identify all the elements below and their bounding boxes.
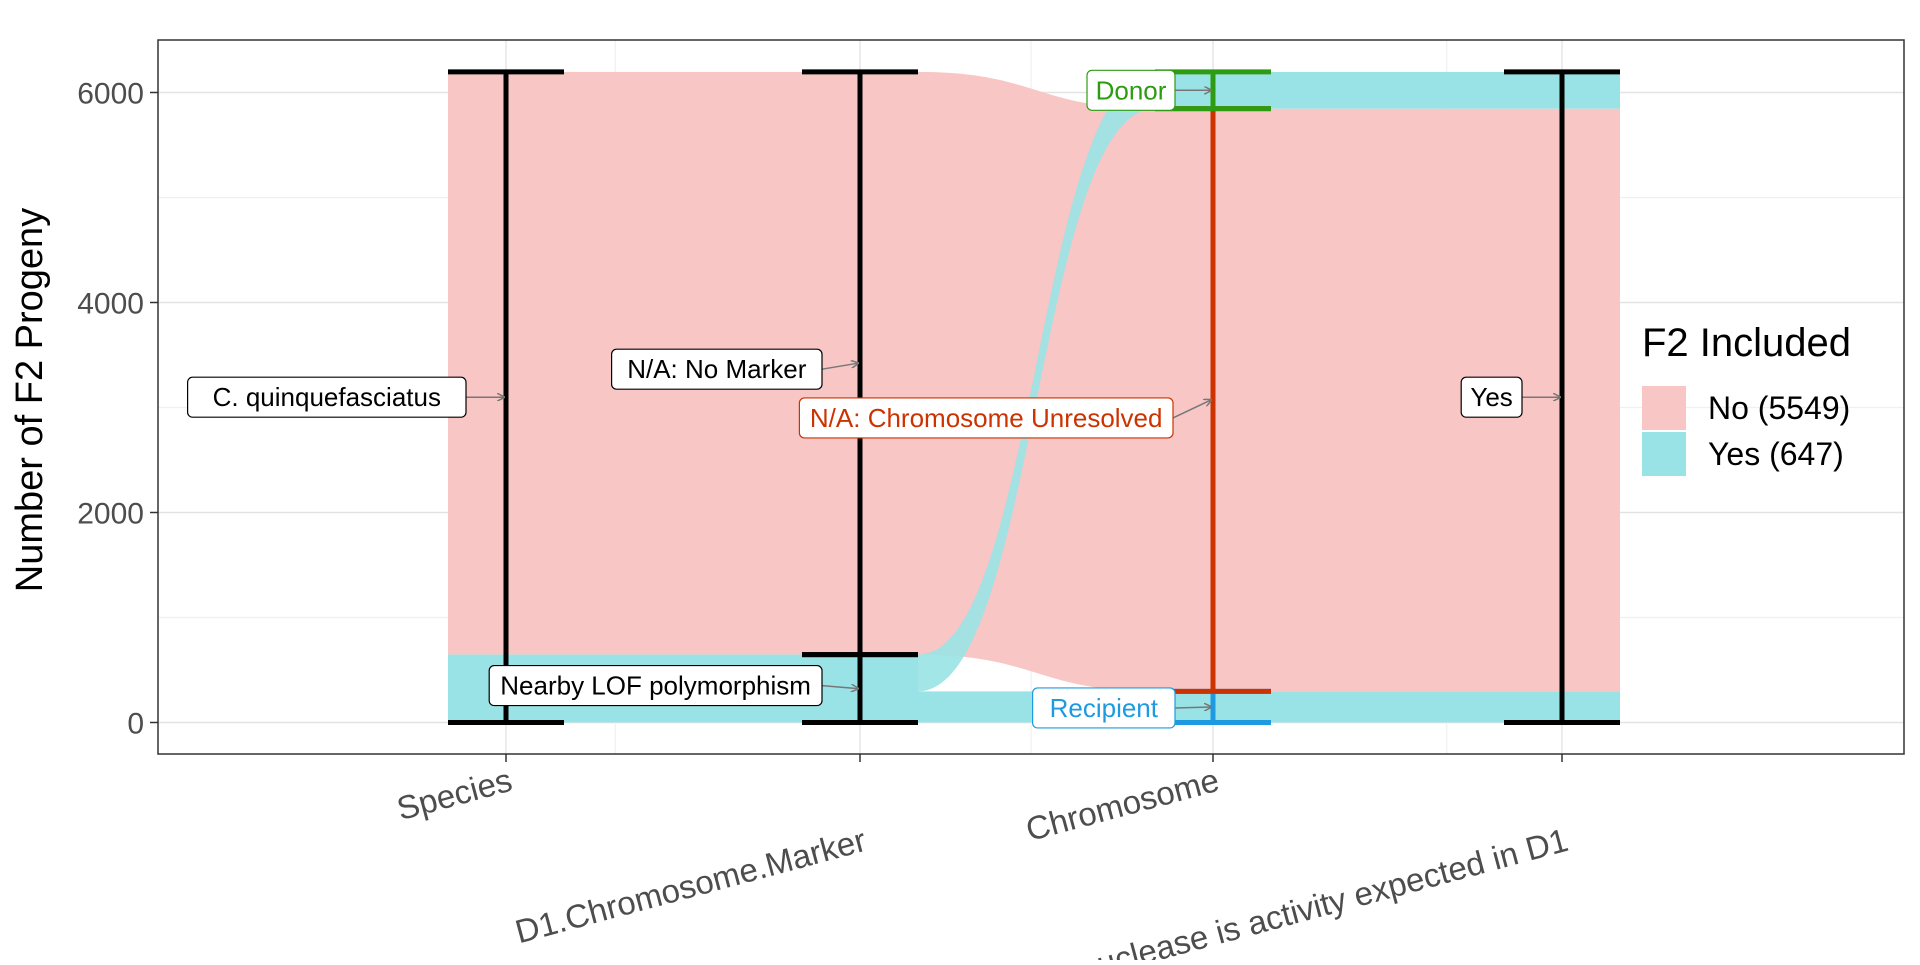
label-yes-box — [1460, 376, 1523, 418]
legend-key — [1642, 386, 1686, 430]
legend-label: Yes (647) — [1708, 436, 1844, 472]
label-yes-text: Yes — [1470, 382, 1512, 412]
legend: F2 Included No (5549) Yes (647) — [1642, 321, 1851, 476]
label-n-a-no-marker-arrow — [821, 363, 858, 370]
label-recipient-box — [1031, 687, 1176, 729]
y-tick-label: 2000 — [77, 498, 144, 531]
alluvial-flows — [448, 71, 1620, 723]
stratum-labels: C. quinquefasciatus N/A: No MarkerNearby … — [187, 69, 1560, 729]
panel-border — [157, 39, 1905, 755]
y-tick-label: 0 — [127, 708, 144, 741]
x-tick-label: If nuclease is activity expected in D1 — [1048, 821, 1571, 960]
x-tick-label: Chromosome — [1022, 761, 1223, 848]
label-nearby-lof-polymorphism-text: Nearby LOF polymorphism — [500, 671, 811, 701]
label-n-a-chromosome-unresolved-text: N/A: Chromosome Unresolved — [810, 403, 1163, 433]
label-c-quinquefasciatus-box — [187, 376, 467, 418]
label-c-quinquefasciatus-text: C. quinquefasciatus — [213, 382, 441, 412]
y-tick-label: 4000 — [77, 288, 144, 321]
label-n-a-chromosome-unresolved-arrow — [1172, 400, 1211, 419]
legend-title: F2 Included — [1642, 321, 1851, 365]
flow-yes-segment-donor-end — [1155, 71, 1620, 109]
label-recipient-text: Recipient — [1050, 693, 1159, 723]
label-nearby-lof-polymorphism-arrow — [821, 686, 858, 689]
flow-no-segment-3 — [1155, 108, 1620, 692]
label-n-a-no-marker-text: N/A: No Marker — [627, 354, 806, 384]
legend-key — [1642, 432, 1686, 476]
y-tick-label: 6000 — [77, 78, 144, 111]
y-axis-title: Number of F2 Progeny — [9, 208, 51, 592]
y-axis: 0 2000 4000 6000 — [77, 78, 158, 741]
label-nearby-lof-polymorphism-box — [488, 664, 823, 707]
label-n-a-no-marker-box — [610, 348, 823, 390]
x-tick-label: Species — [393, 761, 516, 827]
label-n-a-chromosome-unresolved-box — [798, 397, 1174, 439]
label-donor-text: Donor — [1096, 75, 1167, 105]
label-recipient-arrow — [1174, 707, 1211, 708]
legend-label: No (5549) — [1708, 390, 1850, 426]
flow-yes-donor — [918, 71, 1155, 692]
label-donor-box — [1086, 69, 1176, 111]
x-tick-label: D1.Chromosome.Marker — [511, 821, 870, 950]
flow-yes-segment-recipient-end — [1155, 691, 1620, 723]
